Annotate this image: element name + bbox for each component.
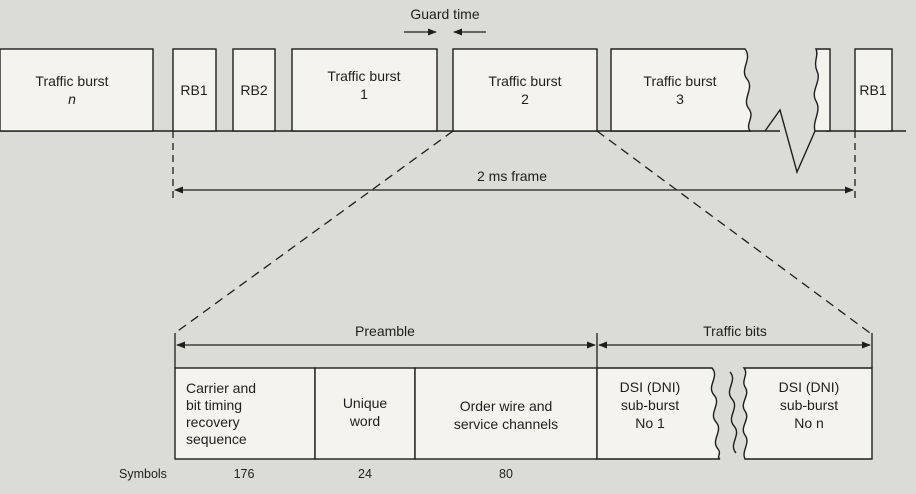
frame-length-dimension <box>172 131 856 200</box>
unique-word-line1: Unique <box>343 395 388 411</box>
sub-burst-break <box>728 371 738 454</box>
symbols-order-wire: 80 <box>499 467 513 481</box>
burst-detail-row <box>174 367 873 460</box>
traffic-burst-n-box <box>0 48 154 132</box>
rb2-label: RB2 <box>240 82 267 98</box>
dsi-n-line3: No n <box>794 415 824 431</box>
order-wire-line1: Order wire and <box>460 398 553 414</box>
dsi-sub-burst-n-box <box>742 367 873 460</box>
traffic-burst-n-label: Traffic burst <box>35 73 108 89</box>
rb1-end-label: RB1 <box>859 82 886 98</box>
preamble-label: Preamble <box>355 323 415 339</box>
unique-word-line2: word <box>349 413 380 429</box>
frame-row <box>0 48 906 175</box>
symbols-label: Symbols <box>119 467 167 481</box>
dsi-1-line1: DSI (DNI) <box>620 379 681 395</box>
traffic-burst-1-index: 1 <box>360 86 368 102</box>
rb1-box <box>172 48 217 132</box>
frame-break-v <box>764 108 816 175</box>
symbols-unique-word: 24 <box>358 467 372 481</box>
dsi-sub-burst-1-box <box>596 367 721 460</box>
dsi-n-line2: sub-burst <box>780 397 838 413</box>
preamble-dimension <box>174 333 873 368</box>
order-wire-line2: service channels <box>454 416 558 432</box>
rb1-end-box <box>854 48 893 132</box>
zoom-lines <box>174 130 871 334</box>
traffic-burst-1-box <box>291 48 438 132</box>
traffic-burst-3-box <box>610 48 752 132</box>
traffic-burst-1-label: Traffic burst <box>327 68 400 84</box>
carrier-recovery-line3: recovery <box>186 414 240 430</box>
dsi-n-line1: DSI (DNI) <box>779 379 840 395</box>
traffic-bits-label: Traffic bits <box>703 323 767 339</box>
traffic-burst-n-index: n <box>68 91 76 107</box>
traffic-burst-2-index: 2 <box>521 91 529 107</box>
frame-length-label: 2 ms frame <box>477 168 547 184</box>
traffic-burst-2-label: Traffic burst <box>488 73 561 89</box>
carrier-recovery-line4: sequence <box>186 431 247 447</box>
carrier-recovery-line2: bit timing <box>186 397 242 413</box>
rb2-box <box>232 48 276 132</box>
partial-burst-box <box>813 48 831 132</box>
traffic-burst-2-box <box>452 48 598 132</box>
dsi-1-line2: sub-burst <box>621 397 679 413</box>
guard-time-label: Guard time <box>410 6 479 22</box>
symbols-carrier: 176 <box>234 467 255 481</box>
dsi-1-line3: No 1 <box>635 415 665 431</box>
carrier-recovery-box <box>174 367 316 460</box>
rb1-label: RB1 <box>180 82 207 98</box>
order-wire-box <box>414 367 598 460</box>
carrier-recovery-line1: Carrier and <box>186 380 256 396</box>
unique-word-box <box>314 367 416 460</box>
traffic-burst-3-index: 3 <box>676 91 684 107</box>
traffic-burst-3-label: Traffic burst <box>643 73 716 89</box>
